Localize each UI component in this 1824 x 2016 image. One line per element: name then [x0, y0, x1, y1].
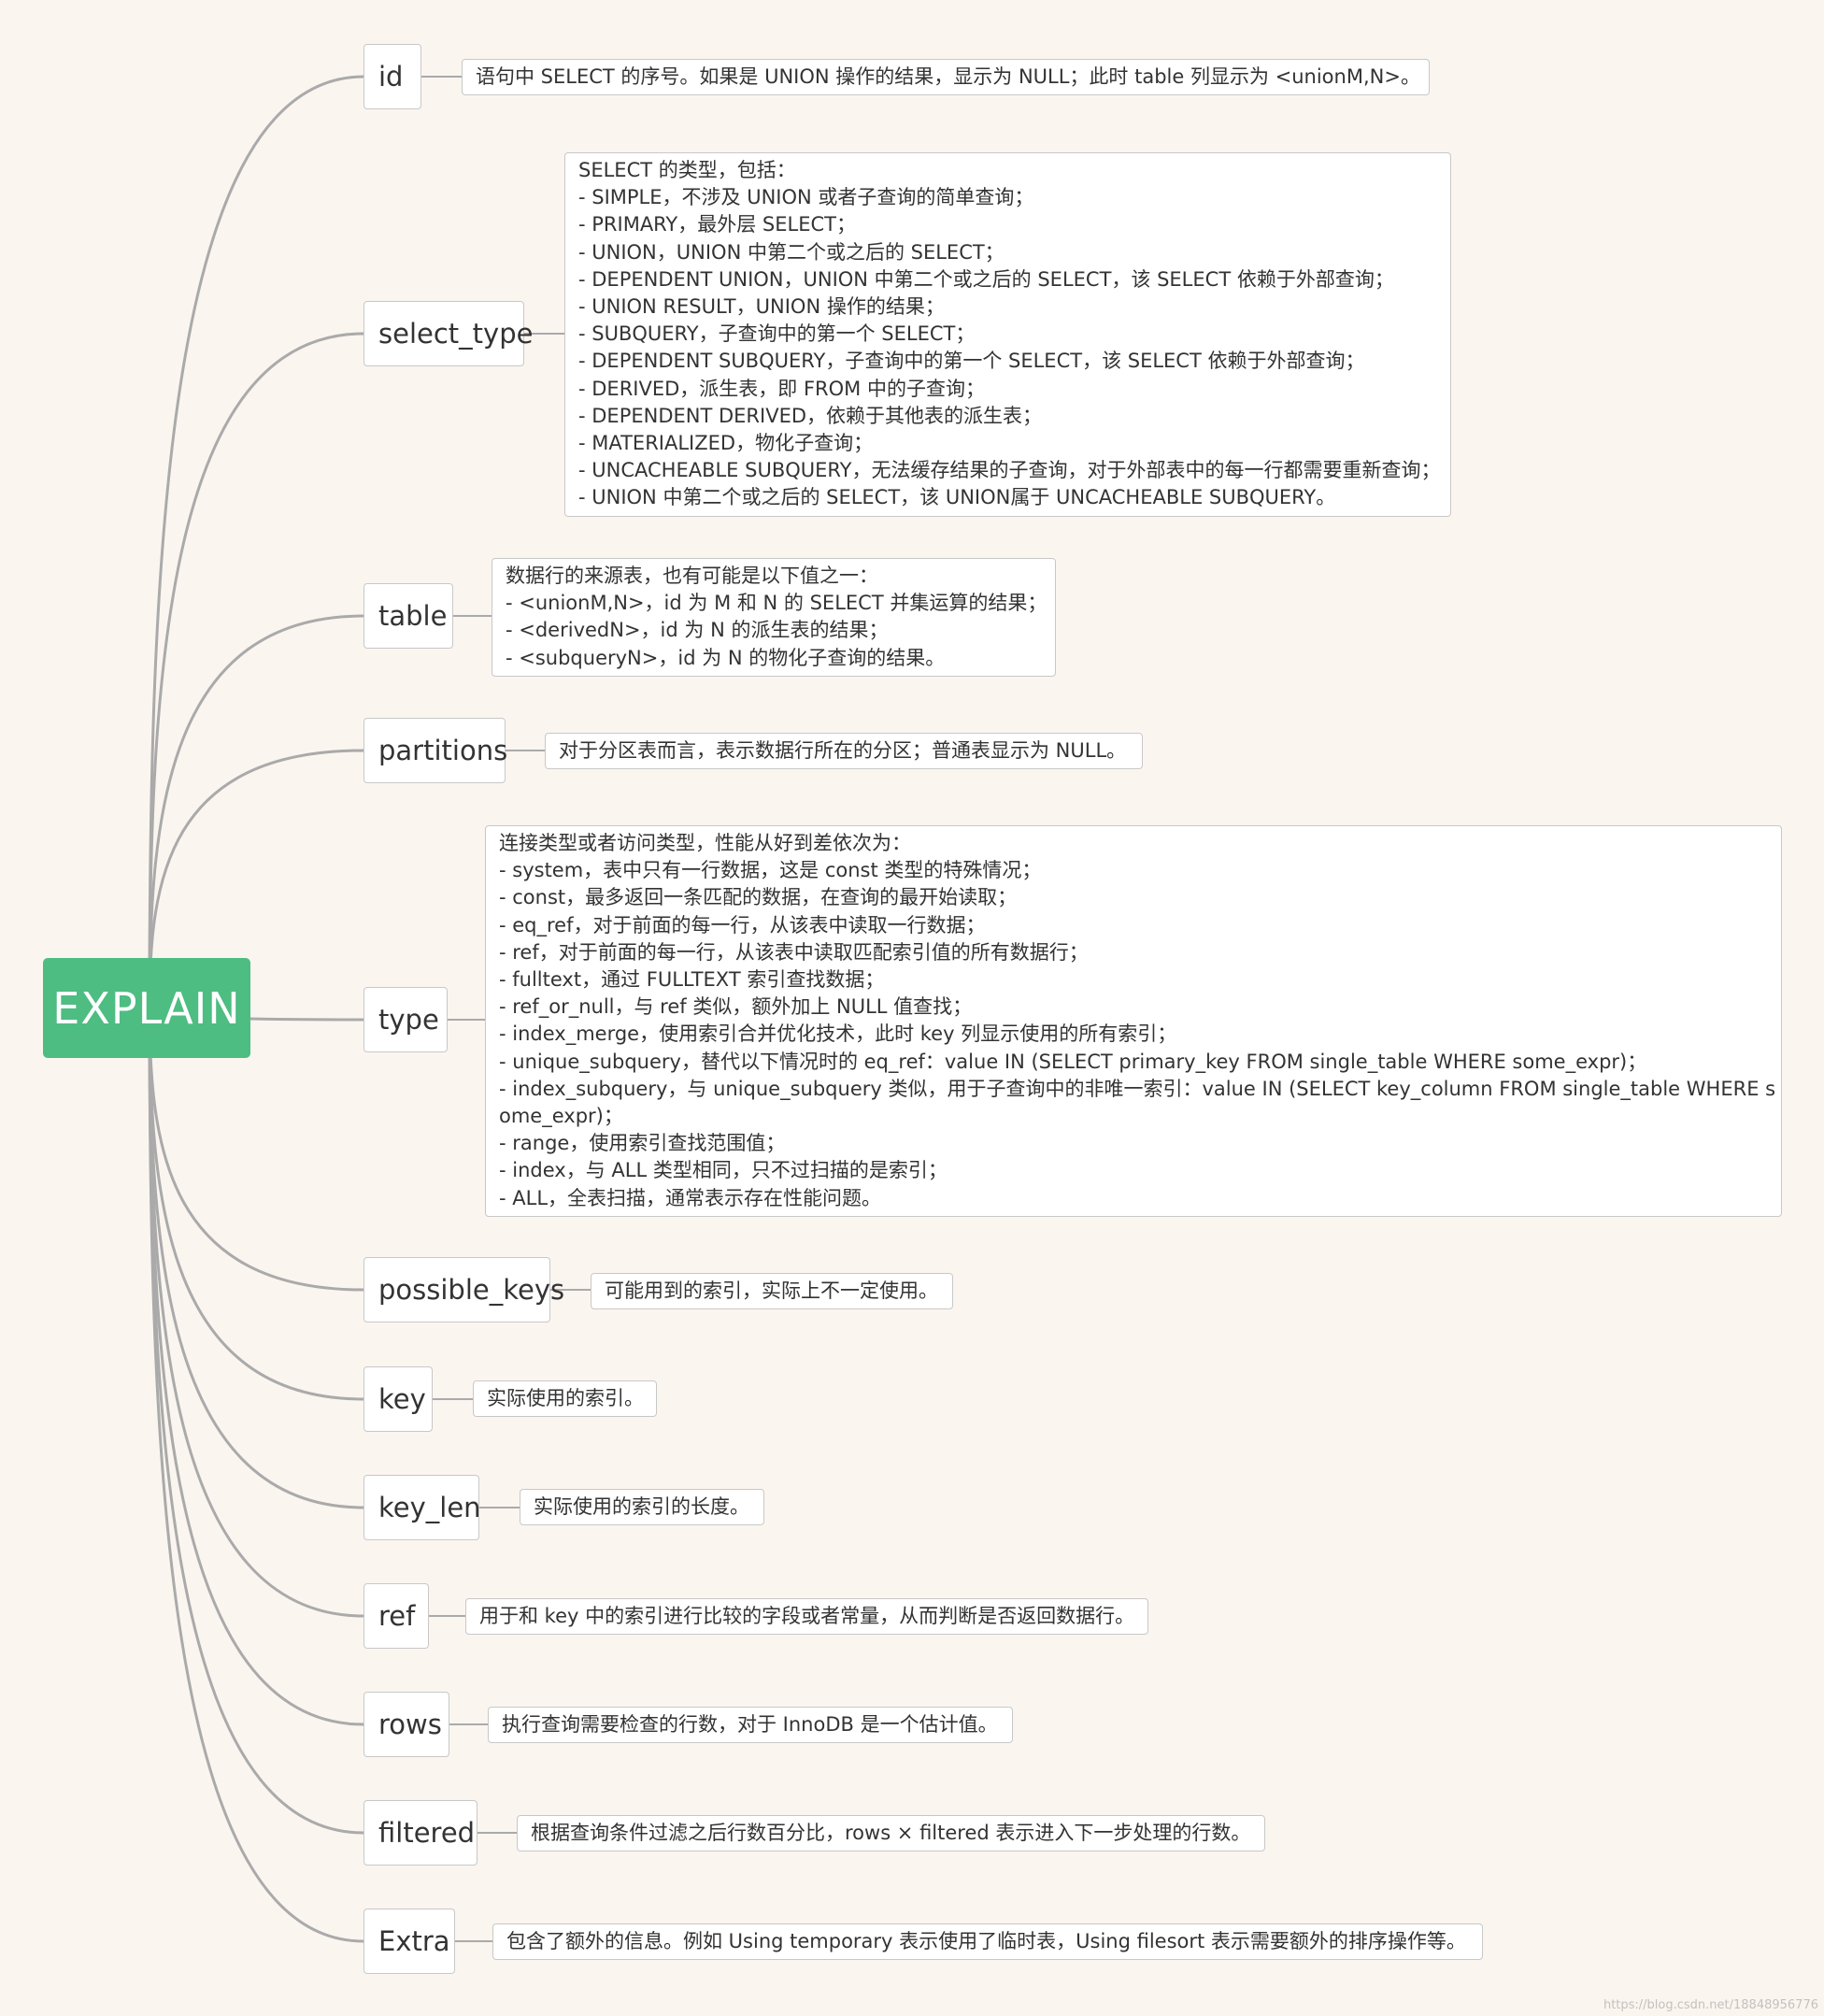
topic-node-filtered[interactable]: filtered: [363, 1800, 477, 1866]
connector-id: [148, 75, 364, 1008]
description-key-len[interactable]: 实际使用的索引的长度。: [520, 1489, 764, 1526]
root-node-explain[interactable]: EXPLAIN: [43, 958, 250, 1058]
topic-node-rows[interactable]: rows: [363, 1692, 449, 1757]
description-line: 实际使用的索引的长度。: [534, 1495, 749, 1518]
footer-url: https://blog.csdn.net/18848956776: [1603, 1998, 1818, 2012]
description-partitions[interactable]: 对于分区表而言，表示数据行所在的分区；普通表显示为 NULL。: [545, 733, 1143, 770]
connector-partitions: [148, 749, 364, 1008]
description-line: - range，使用索引查找范围值；: [499, 1132, 786, 1155]
description-line: - DEPENDENT DERIVED，依赖于其他表的派生表；: [578, 404, 1043, 427]
description-ref[interactable]: 用于和 key 中的索引进行比较的字段或者常量，从而判断是否返回数据行。: [465, 1598, 1148, 1636]
description-line: - SIMPLE，不涉及 UNION 或者子查询的简单查询；: [578, 186, 1034, 209]
topic-label: rows: [378, 1709, 442, 1740]
description-line: - ref，对于前面的每一行，从该表中读取匹配索引值的所有数据行；: [499, 940, 1089, 964]
description-line: ome_expr)；: [499, 1105, 623, 1128]
description-line: - PRIMARY，最外层 SELECT；: [578, 213, 856, 236]
description-line: 语句中 SELECT 的序号。如果是 UNION 操作的结果，显示为 NULL；…: [476, 65, 1420, 88]
connector-extra: [148, 1007, 364, 1943]
connector-key-len: [148, 1007, 364, 1509]
topic-node-possible-keys[interactable]: possible_keys: [363, 1257, 564, 1323]
topic-node-partitions[interactable]: partitions: [363, 718, 508, 783]
topic-label: select_type: [378, 318, 534, 350]
topic-node-select-type[interactable]: select_type: [363, 301, 533, 366]
description-line: - const，最多返回一条匹配的数据，在查询的最开始读取；: [499, 886, 1018, 909]
description-line: - SUBQUERY，子查询中的第一个 SELECT；: [578, 322, 976, 346]
description-line: - DEPENDENT SUBQUERY，子查询中的第一个 SELECT，该 S…: [578, 350, 1365, 373]
description-line: - eq_ref，对于前面的每一行，从该表中读取一行数据；: [499, 913, 986, 937]
topic-node-type[interactable]: type: [363, 987, 448, 1052]
description-line: - system，表中只有一行数据，这是 const 类型的特殊情况；: [499, 859, 1042, 882]
topic-label: ref: [378, 1600, 416, 1632]
description-line: - <unionM,N>，id 为 M 和 N 的 SELECT 并集运算的结果…: [506, 592, 1047, 615]
topic-node-table[interactable]: table: [363, 583, 453, 649]
description-line: - <derivedN>，id 为 N 的派生表的结果；: [506, 619, 889, 642]
description-line: - index_subquery，与 unique_subquery 类似，用于…: [499, 1077, 1776, 1100]
description-filtered[interactable]: 根据查询条件过滤之后行数百分比，rows × filtered 表示进入下一步处…: [517, 1815, 1265, 1852]
description-extra[interactable]: 包含了额外的信息。例如 Using temporary 表示使用了临时表，Usi…: [492, 1923, 1483, 1961]
description-line: - MATERIALIZED，物化子查询；: [578, 432, 874, 455]
topic-label: type: [378, 1004, 439, 1036]
topic-label: Extra: [378, 1925, 450, 1957]
description-line: 用于和 key 中的索引进行比较的字段或者常量，从而判断是否返回数据行。: [479, 1605, 1135, 1627]
topic-node-key-len[interactable]: key_len: [363, 1475, 481, 1540]
description-line: 可能用到的索引，实际上不一定使用。: [605, 1280, 938, 1302]
connector-select-type: [148, 332, 364, 1008]
description-line: 实际使用的索引。: [487, 1387, 644, 1409]
description-possible-keys[interactable]: 可能用到的索引，实际上不一定使用。: [591, 1273, 953, 1310]
description-id[interactable]: 语句中 SELECT 的序号。如果是 UNION 操作的结果，显示为 NULL；…: [462, 59, 1430, 96]
topic-node-ref[interactable]: ref: [363, 1583, 429, 1649]
description-line: 根据查询条件过滤之后行数百分比，rows × filtered 表示进入下一步处…: [531, 1822, 1251, 1844]
topic-node-extra[interactable]: Extra: [363, 1909, 455, 1974]
connector-key: [148, 1007, 364, 1401]
description-table[interactable]: 数据行的来源表，也有可能是以下值之一： - <unionM,N>，id 为 M 和…: [492, 558, 1056, 677]
description-line: 数据行的来源表，也有可能是以下值之一：: [506, 565, 878, 587]
topic-label: filtered: [378, 1817, 476, 1849]
description-type[interactable]: 连接类型或者访问类型，性能从好到差依次为： - system，表中只有一行数据，这…: [485, 825, 1782, 1217]
description-line: - index，与 ALL 类型相同，只不过扫描的是索引；: [499, 1159, 948, 1182]
topic-node-id[interactable]: id: [363, 44, 421, 109]
description-line: 执行查询需要检查的行数，对于 InnoDB 是一个估计值。: [502, 1713, 998, 1736]
topic-label: partitions: [378, 735, 508, 766]
description-line: - ref_or_null，与 ref 类似，额外加上 NULL 值查找；: [499, 995, 973, 1019]
description-line: 对于分区表而言，表示数据行所在的分区；普通表显示为 NULL。: [559, 739, 1127, 762]
connector-rows: [148, 1007, 364, 1726]
description-line: - UNCACHEABLE SUBQUERY，无法缓存结果的子查询，对于外部表中…: [578, 459, 1441, 482]
connector-ref: [148, 1007, 364, 1618]
topic-label: key: [378, 1383, 426, 1415]
description-line: SELECT 的类型，包括：: [578, 159, 796, 181]
description-rows[interactable]: 执行查询需要检查的行数，对于 InnoDB 是一个估计值。: [488, 1707, 1013, 1744]
description-line: - UNION，UNION 中第二个或之后的 SELECT；: [578, 240, 1005, 264]
description-line: - unique_subquery，替代以下情况时的 eq_ref：value …: [499, 1050, 1647, 1073]
description-line: - ALL，全表扫描，通常表示存在性能问题。: [499, 1186, 882, 1209]
description-line: - DEPENDENT UNION，UNION 中第二个或之后的 SELECT，…: [578, 267, 1394, 291]
description-key[interactable]: 实际使用的索引。: [473, 1380, 657, 1418]
description-line: 连接类型或者访问类型，性能从好到差依次为：: [499, 832, 911, 854]
topic-node-key[interactable]: key: [363, 1366, 433, 1432]
description-line: - UNION 中第二个或之后的 SELECT，该 UNION属于 UNCACH…: [578, 486, 1336, 509]
description-line: - DERIVED，派生表，即 FROM 中的子查询；: [578, 377, 985, 400]
description-select-type[interactable]: SELECT 的类型，包括： - SIMPLE，不涉及 UNION 或者子查询的简…: [564, 152, 1451, 517]
description-line: - <subqueryN>，id 为 N 的物化子查询的结果。: [506, 646, 946, 669]
connector-table: [148, 614, 364, 1008]
topic-label: table: [378, 600, 448, 632]
topic-label: possible_keys: [378, 1274, 565, 1306]
topic-label: key_len: [378, 1492, 481, 1523]
description-line: - index_merge，使用索引合并优化技术，此时 key 列显示使用的所有…: [499, 1022, 1177, 1046]
description-line: - UNION RESULT，UNION 操作的结果；: [578, 295, 945, 319]
description-line: 包含了额外的信息。例如 Using temporary 表示使用了临时表，Usi…: [506, 1930, 1466, 1952]
description-line: - fulltext，通过 FULLTEXT 索引查找数据；: [499, 968, 885, 992]
topic-label: id: [378, 61, 404, 93]
